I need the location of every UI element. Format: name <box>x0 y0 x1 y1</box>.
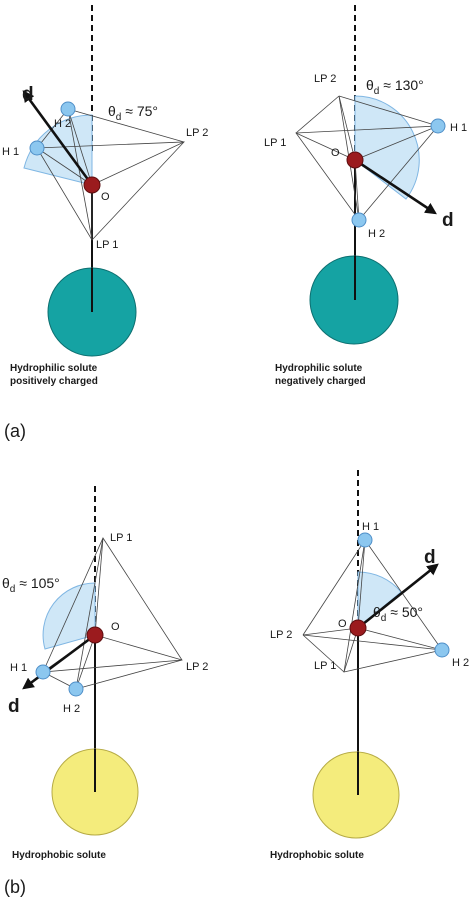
atom-label: H 2 <box>368 228 385 240</box>
angle-wedge <box>23 114 93 186</box>
angle-wedge <box>42 582 96 650</box>
hydrogen-atom <box>35 664 51 680</box>
atom-label: H 1 <box>2 146 19 158</box>
oxygen-atom <box>346 151 364 169</box>
solute-caption: Hydrophilic solute <box>275 363 363 374</box>
oxygen-atom <box>349 619 367 637</box>
panel-label: (b) <box>4 877 26 897</box>
atom-label: H 1 <box>10 662 27 674</box>
hydrogen-atom <box>60 101 76 117</box>
diagram-b-left: LP 1 H 1 LP 2 H 2 O d θd ≈ 105° Hydropho… <box>2 486 208 861</box>
angle-label: θd ≈ 50° <box>373 604 423 624</box>
hydrogen-atom <box>434 642 450 658</box>
diagram-a-right: LP 2 LP 1 H 1 H 2 O d θd ≈ 130° Hydrophi… <box>264 5 467 387</box>
atom-label: LP 1 <box>264 137 286 149</box>
angle-wedge <box>354 95 420 200</box>
oxygen-atom <box>83 176 101 194</box>
oxygen-label: O <box>338 618 347 630</box>
angle-label: θd ≈ 75° <box>108 103 158 123</box>
atom-label: H 2 <box>63 703 80 715</box>
hydrophobic-solute <box>312 751 400 839</box>
oxygen-label: O <box>101 191 110 203</box>
atom-label: LP 1 <box>314 660 336 672</box>
hydrogen-atom <box>29 140 45 156</box>
tetrahedron <box>295 95 439 221</box>
diagram-a-left: d H 2 H 1 LP 2 LP 1 O θd ≈ 75° Hydrophil… <box>2 5 208 387</box>
atom-label: H 1 <box>450 122 467 134</box>
hydrogen-atom <box>351 212 367 228</box>
angle-label: θd ≈ 105° <box>2 575 60 595</box>
angle-label: θd ≈ 130° <box>366 77 424 97</box>
oxygen-label: O <box>111 621 120 633</box>
dipole-label: d <box>442 210 454 231</box>
hydrogen-atom <box>68 681 84 697</box>
solute-caption: negatively charged <box>275 376 366 387</box>
dipole-arrow <box>357 563 439 630</box>
atom-label: LP 2 <box>270 629 292 641</box>
dipole-label: d <box>424 547 436 568</box>
hydrogen-atom <box>430 118 446 134</box>
hydrogen-atom <box>357 532 373 548</box>
atom-label: H 2 <box>452 657 469 669</box>
dipole-label: d <box>8 696 20 717</box>
solute-caption: Hydrophobic solute <box>270 850 364 861</box>
solute-caption: Hydrophilic solute <box>10 363 98 374</box>
dipole-arrow <box>354 158 437 215</box>
diagram-b-right: H 1 LP 2 H 2 LP 1 O d θd ≈ 50° Hydrophob… <box>270 470 469 861</box>
dipole-arrow <box>22 90 94 186</box>
atom-label: H 1 <box>362 521 379 533</box>
panel-label: (a) <box>4 421 26 441</box>
atom-label: LP 2 <box>186 661 208 673</box>
tetrahedron <box>36 108 185 241</box>
atom-label: LP 1 <box>96 239 118 251</box>
solute-caption: Hydrophobic solute <box>12 850 106 861</box>
tetrahedron <box>42 537 183 690</box>
solute-caption: positively charged <box>10 376 98 387</box>
atom-label: H 2 <box>54 118 71 130</box>
oxygen-atom <box>86 626 104 644</box>
atom-label: LP 2 <box>186 127 208 139</box>
atom-label: LP 2 <box>314 73 336 85</box>
atom-label: LP 1 <box>110 532 132 544</box>
oxygen-label: O <box>331 147 340 159</box>
tetrahedron <box>302 538 443 673</box>
dipole-arrow <box>22 633 96 690</box>
dipole-label: d <box>22 84 34 105</box>
